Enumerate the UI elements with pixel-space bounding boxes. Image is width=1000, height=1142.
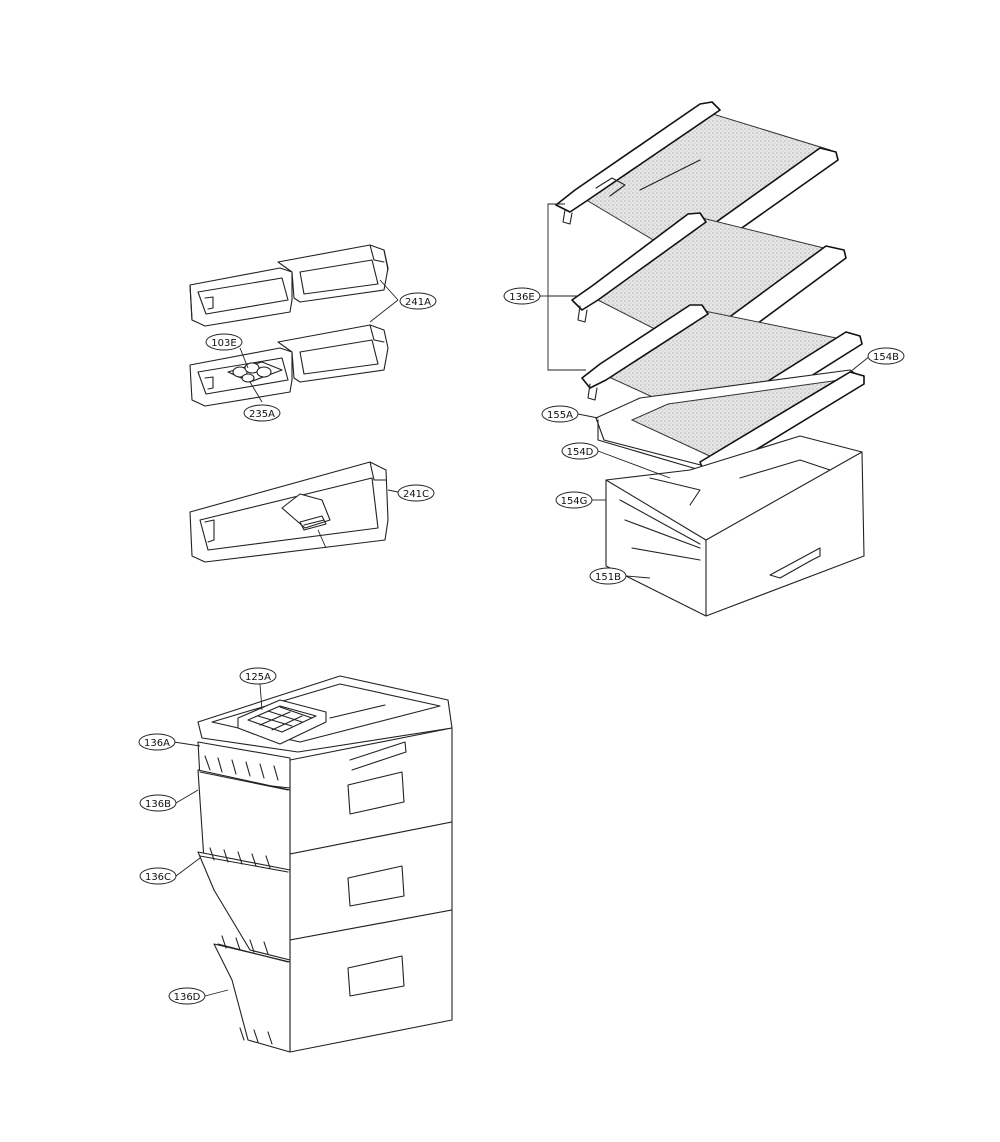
crisper-cover — [595, 369, 865, 475]
callout-136B: 136B — [139, 794, 177, 812]
callout-136D: 136D — [168, 987, 206, 1005]
callout-136E: 136E — [503, 287, 541, 305]
callout-241A: 241A — [399, 292, 437, 310]
callout-241C: 241C — [397, 484, 435, 502]
label-154B: 154B — [873, 352, 899, 363]
label-136D: 136D — [174, 992, 201, 1003]
label-154D: 154D — [567, 447, 594, 458]
label-155A: 155A — [547, 410, 573, 421]
callout-151B: 151B — [589, 567, 627, 585]
door-bin-top-pair — [189, 244, 389, 327]
label-154G: 154G — [561, 496, 588, 507]
callout-154D: 154D — [561, 442, 599, 460]
label-103E: 103E — [211, 338, 236, 349]
callout-136C: 136C — [139, 867, 177, 885]
label-235A: 235A — [249, 409, 275, 420]
ice-tray — [237, 699, 327, 745]
label-136B: 136B — [145, 799, 171, 810]
callout-125A: 125A — [239, 667, 277, 685]
freezer-drawer-stack — [197, 675, 453, 1053]
label-241A: 241A — [405, 297, 431, 308]
callout-235A: 235A — [243, 404, 281, 422]
door-bin-large — [189, 461, 389, 563]
label-125A: 125A — [245, 672, 271, 683]
label-241C: 241C — [403, 489, 429, 500]
label-136E: 136E — [509, 292, 534, 303]
callout-154G: 154G — [555, 491, 593, 509]
leader-lines — [173, 203, 871, 997]
callout-154B: 154B — [867, 347, 905, 365]
label-136A: 136A — [144, 738, 170, 749]
label-136C: 136C — [145, 872, 171, 883]
callout-103E: 103E — [205, 333, 243, 351]
callout-136A: 136A — [138, 733, 176, 751]
label-151B: 151B — [595, 572, 621, 583]
crisper-drawer — [605, 435, 865, 617]
door-bin-middle-pair — [189, 324, 389, 407]
egg-tray — [227, 361, 283, 383]
callout-155A: 155A — [541, 405, 579, 423]
